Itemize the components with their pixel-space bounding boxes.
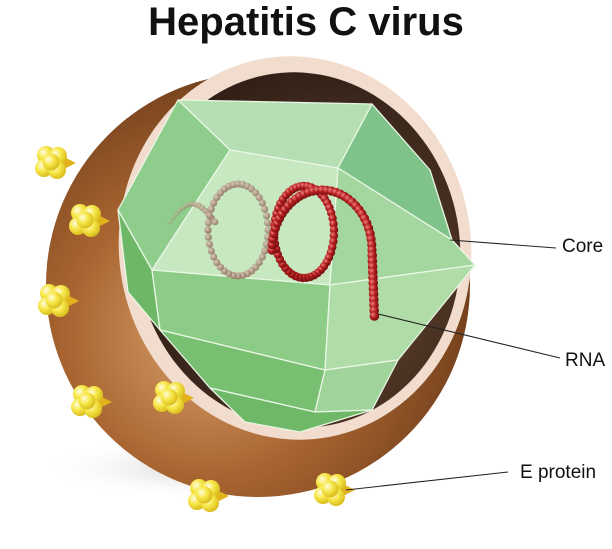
rna-bead [210, 253, 218, 261]
rna-bead [204, 219, 212, 227]
leader-lines [345, 239, 561, 491]
rna-bead [329, 225, 339, 234]
rna-bead [170, 215, 176, 221]
rna-bead [207, 205, 215, 213]
rna-bead [213, 258, 221, 267]
rna-bead [205, 212, 214, 220]
rna-bead [369, 311, 380, 321]
rna-bead [264, 219, 272, 227]
rna-bead [211, 218, 219, 226]
rna-bead [258, 199, 266, 207]
rna-bead [177, 208, 183, 214]
rna-bead [174, 211, 179, 217]
rna-bead [258, 253, 266, 261]
rna-label: RNA [565, 350, 606, 371]
rna-strand [167, 180, 380, 321]
rna-bead [205, 240, 214, 248]
core-label: Core [562, 236, 604, 257]
diagram-title: Hepatitis C virus [148, 0, 464, 44]
rna-bead [207, 247, 215, 255]
core-capsid [117, 99, 476, 433]
e-protein-leader-line [345, 471, 509, 491]
rna-bead [210, 199, 218, 207]
rna-leader-line [377, 313, 561, 359]
rna-bead [255, 193, 263, 202]
rna-bead [261, 205, 269, 213]
rna-bead [262, 212, 271, 220]
rna-bead [261, 247, 269, 255]
rna-bead [204, 226, 212, 234]
rna-bead [167, 219, 173, 225]
rna-bead [204, 233, 212, 241]
core-leader-line [449, 239, 557, 249]
e-protein-label: E protein [520, 462, 597, 483]
